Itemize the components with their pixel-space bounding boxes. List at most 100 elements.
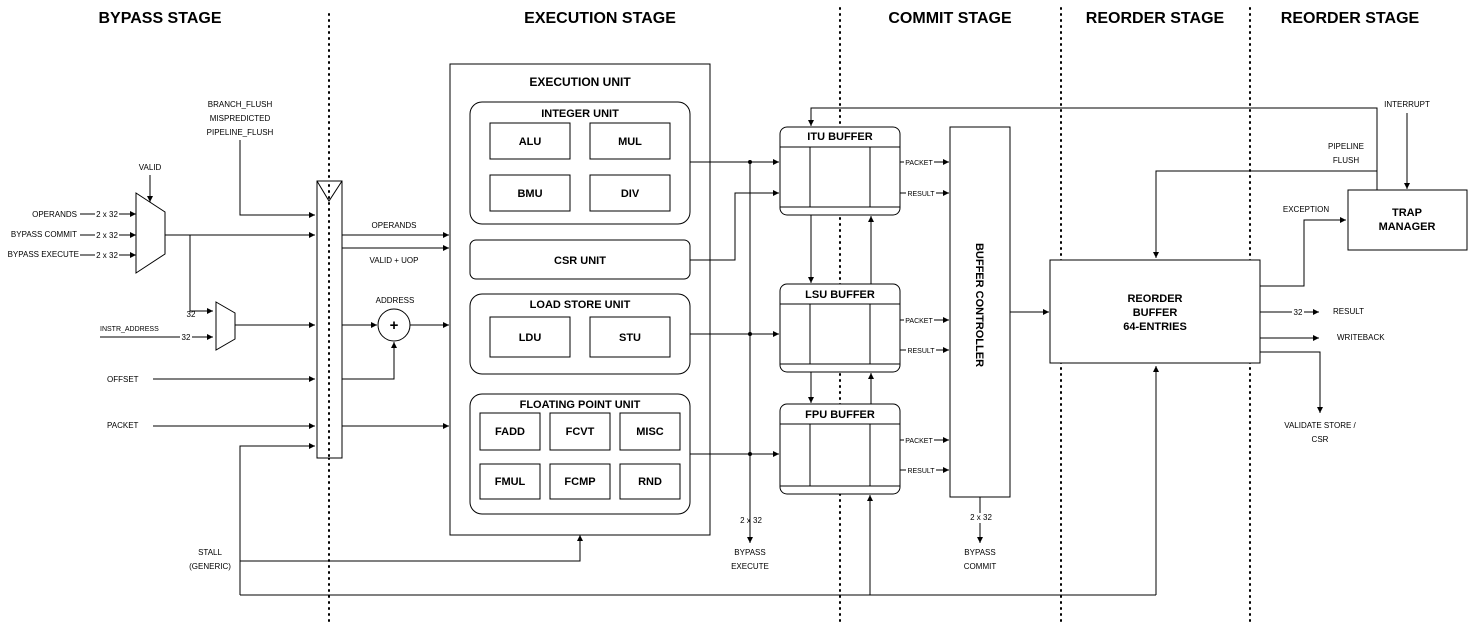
misc-label: MISC <box>636 426 664 438</box>
flush-label: FLUSH <box>1333 156 1359 165</box>
label-stall-2: (GENERIC) <box>189 562 231 571</box>
label-mispredicted: MISPREDICTED <box>210 114 271 123</box>
stu-block <box>589 316 671 358</box>
lsu-buffer-title: LSU BUFFER <box>805 289 875 301</box>
width-32-top: 32 <box>187 310 196 319</box>
bypass-commit-label-1: BYPASS <box>964 548 995 557</box>
fpu-result-label: RESULT <box>907 468 935 475</box>
div-label: DIV <box>621 188 640 200</box>
reorder-buffer-label-3: 64-ENTRIES <box>1123 321 1187 333</box>
buffer-controller <box>949 126 1011 498</box>
lsu-result-label: RESULT <box>907 348 935 355</box>
label-branch-flush: BRANCH_FLUSH <box>208 100 273 109</box>
mul-label: MUL <box>618 136 642 148</box>
bmu-block <box>489 174 571 212</box>
trap-manager <box>1347 189 1468 251</box>
label-instr-address: INSTR_ADDRESS <box>100 326 159 333</box>
stage-title-bypass: BYPASS STAGE <box>99 10 222 27</box>
mux-to-addr-mux-line <box>189 235 213 314</box>
div-block <box>589 174 671 212</box>
pipeline-label: PIPELINE <box>1328 142 1364 151</box>
stage-title-commit: COMMIT STAGE <box>888 10 1012 27</box>
bypass-mux <box>135 192 166 274</box>
fcmp-block <box>549 463 611 500</box>
bus-label-operands: OPERANDS <box>372 221 417 230</box>
execution-unit-title: EXECUTION UNIT <box>529 75 631 89</box>
pipeline-register <box>316 180 343 459</box>
fmul-block <box>479 463 541 500</box>
validate-store-label-1: VALIDATE STORE / <box>1284 421 1356 430</box>
result-out-label: RESULT <box>1333 307 1364 316</box>
fpu-packet-label: PACKET <box>905 438 933 445</box>
stage-title-execution: EXECUTION STAGE <box>524 10 676 27</box>
adder-plus: + <box>390 317 399 334</box>
misc-block <box>619 412 681 451</box>
ldu-block <box>489 316 571 358</box>
flush-signal-line <box>239 140 315 218</box>
alu-label: ALU <box>519 136 542 148</box>
width-bypass-commit: 2 x 32 <box>96 231 118 240</box>
exception-line <box>1260 217 1346 287</box>
interrupt-label: INTERRUPT <box>1384 100 1430 109</box>
trap-manager-label-1: TRAP <box>1392 207 1422 219</box>
bus-label-address: ADDRESS <box>376 296 415 305</box>
label-offset: OFFSET <box>107 375 139 384</box>
lsu-packet-label: PACKET <box>905 318 933 325</box>
stall-to-execution-line <box>240 535 583 562</box>
writeback-label: WRITEBACK <box>1337 333 1385 342</box>
csr-unit-label: CSR UNIT <box>554 255 606 267</box>
address-mux <box>215 301 236 351</box>
floating-point-unit-title: FLOATING POINT UNIT <box>520 399 641 411</box>
pipeline-flush-to-itu-line <box>808 107 1378 190</box>
label-valid: VALID <box>139 163 162 172</box>
label-bypass-commit-in: BYPASS COMMIT <box>11 230 77 239</box>
fcvt-label: FCVT <box>566 426 595 438</box>
bypass-execute-width: 2 x 32 <box>740 516 762 525</box>
fcvt-block <box>549 412 611 451</box>
ldu-label: LDU <box>519 332 542 344</box>
validate-store-label-2: CSR <box>1312 435 1329 444</box>
reorder-buffer-label-1: REORDER <box>1127 293 1182 305</box>
width-operands: 2 x 32 <box>96 210 118 219</box>
bmu-label: BMU <box>517 188 542 200</box>
label-stall-1: STALL <box>198 548 222 557</box>
itu-packet-label: PACKET <box>905 160 933 167</box>
itu-buffer-title: ITU BUFFER <box>807 131 872 143</box>
fcmp-label: FCMP <box>564 476 595 488</box>
bypass-commit-width: 2 x 32 <box>970 513 992 522</box>
fadd-block <box>479 412 541 451</box>
label-operands-in: OPERANDS <box>32 210 77 219</box>
pipeline-register-clock <box>316 180 343 202</box>
pipeline-flush-to-rob-line <box>1153 170 1377 258</box>
bypass-execute-label-2: EXECUTE <box>731 562 769 571</box>
reorder-buffer-label-2: BUFFER <box>1133 307 1178 319</box>
csr-to-itu-line <box>690 190 779 261</box>
itu-result-label: RESULT <box>907 191 935 198</box>
result-width: 32 <box>1294 308 1303 317</box>
label-bypass-execute-in: BYPASS EXECUTE <box>8 250 79 259</box>
trap-manager-label-2: MANAGER <box>1379 221 1436 233</box>
width-32-bottom: 32 <box>182 333 191 342</box>
exception-label: EXCEPTION <box>1283 205 1329 214</box>
rnd-label: RND <box>638 476 662 488</box>
fmul-label: FMUL <box>495 476 526 488</box>
load-store-unit-title: LOAD STORE UNIT <box>530 299 631 311</box>
reorder-buffer <box>1049 259 1261 364</box>
validate-store-line <box>1260 351 1323 413</box>
buffer-controller-label: BUFFER CONTROLLER <box>973 243 985 367</box>
alu-block <box>489 122 571 160</box>
offset-to-adder-line <box>342 342 397 380</box>
stall-to-register-line <box>239 443 315 595</box>
fadd-label: FADD <box>495 426 525 438</box>
label-packet: PACKET <box>107 421 139 430</box>
integer-unit-title: INTEGER UNIT <box>541 108 619 120</box>
label-pipeline-flush: PIPELINE_FLUSH <box>207 128 274 137</box>
bus-label-valid-uop: VALID + UOP <box>370 256 419 265</box>
bypass-commit-label-2: COMMIT <box>964 562 997 571</box>
bypass-execute-label-1: BYPASS <box>734 548 765 557</box>
width-bypass-execute: 2 x 32 <box>96 251 118 260</box>
stu-label: STU <box>619 332 641 344</box>
mul-block <box>589 122 671 160</box>
stage-title-reorder-1: REORDER STAGE <box>1086 10 1225 27</box>
